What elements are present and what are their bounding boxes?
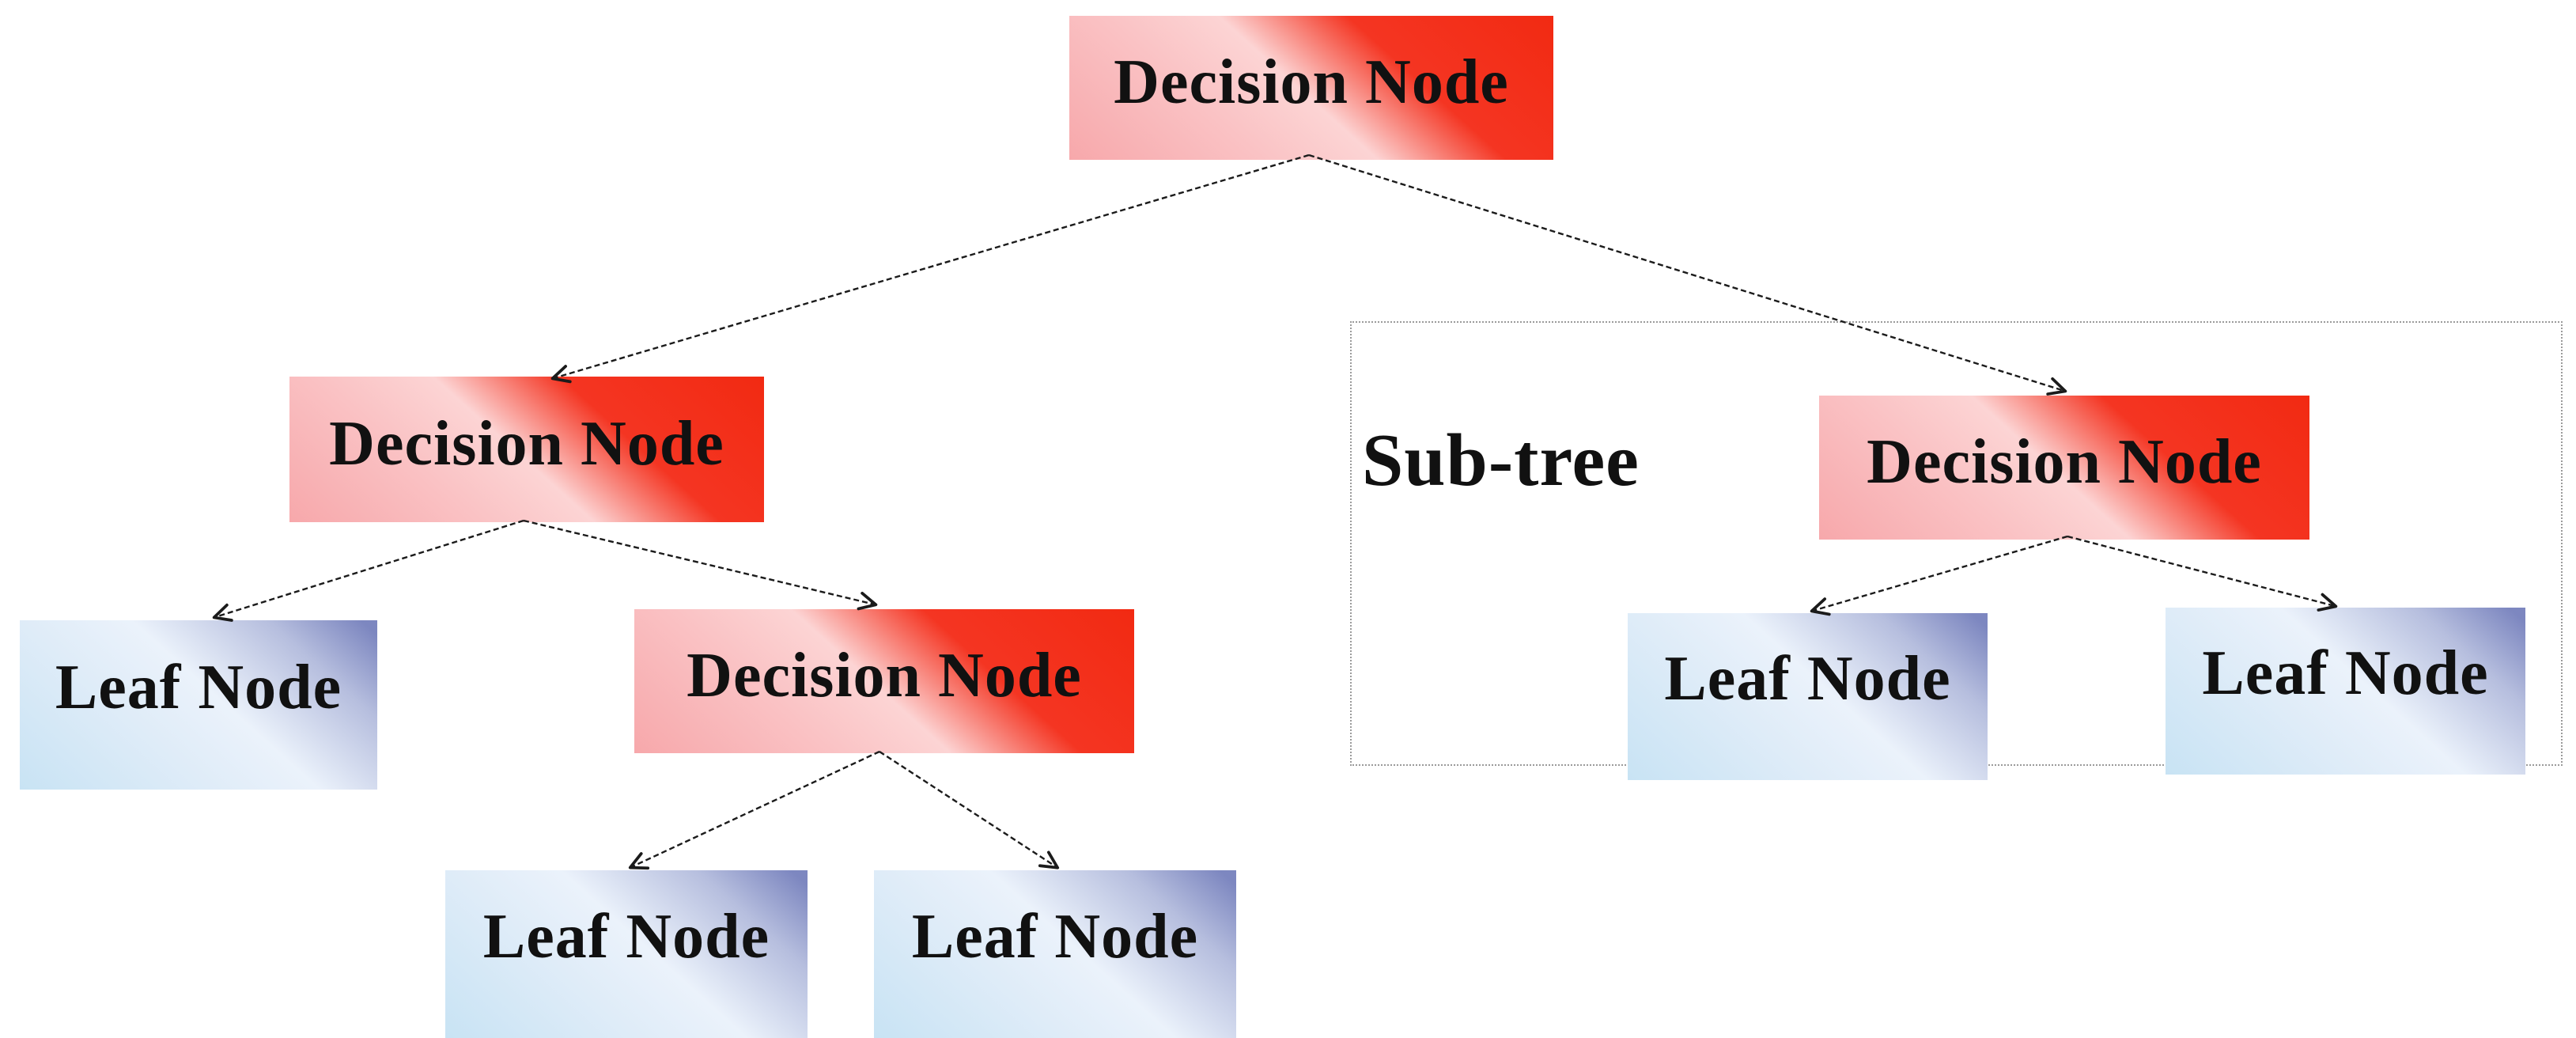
node-label: Leaf Node	[1664, 644, 1951, 714]
node-level3-decision: Decision Node	[634, 609, 1134, 753]
node-subtree-decision: Decision Node	[1819, 396, 2309, 540]
node-label: Leaf Node	[2202, 638, 2489, 708]
node-leaf-far-left: Leaf Node	[20, 620, 377, 790]
edge-l3-to-leaf-bl	[628, 750, 880, 870]
node-label: Decision Node	[687, 640, 1082, 710]
edge-l2-to-l3	[523, 519, 878, 611]
edge-l2-to-leaf-far-left	[212, 519, 524, 622]
edge-l3-to-leaf-br	[879, 750, 1060, 869]
node-label: Decision Node	[1114, 47, 1509, 117]
node-label: Decision Node	[1867, 426, 2262, 497]
node-label: Leaf Node	[55, 652, 342, 722]
node-label: Decision Node	[329, 408, 724, 479]
node-level2-decision: Decision Node	[289, 377, 764, 522]
edge-root-to-l2	[550, 153, 1310, 384]
node-root-decision: Decision Node	[1069, 16, 1553, 160]
node-subtree-leaf-left: Leaf Node	[1628, 613, 1988, 780]
node-leaf-bottom-right: Leaf Node	[874, 870, 1236, 1038]
node-subtree-leaf-right: Leaf Node	[2166, 608, 2525, 775]
node-label: Leaf Node	[911, 901, 1199, 972]
node-leaf-bottom-left: Leaf Node	[445, 870, 808, 1038]
node-label: Leaf Node	[482, 901, 770, 972]
subtree-label: Sub-tree	[1362, 419, 1640, 502]
